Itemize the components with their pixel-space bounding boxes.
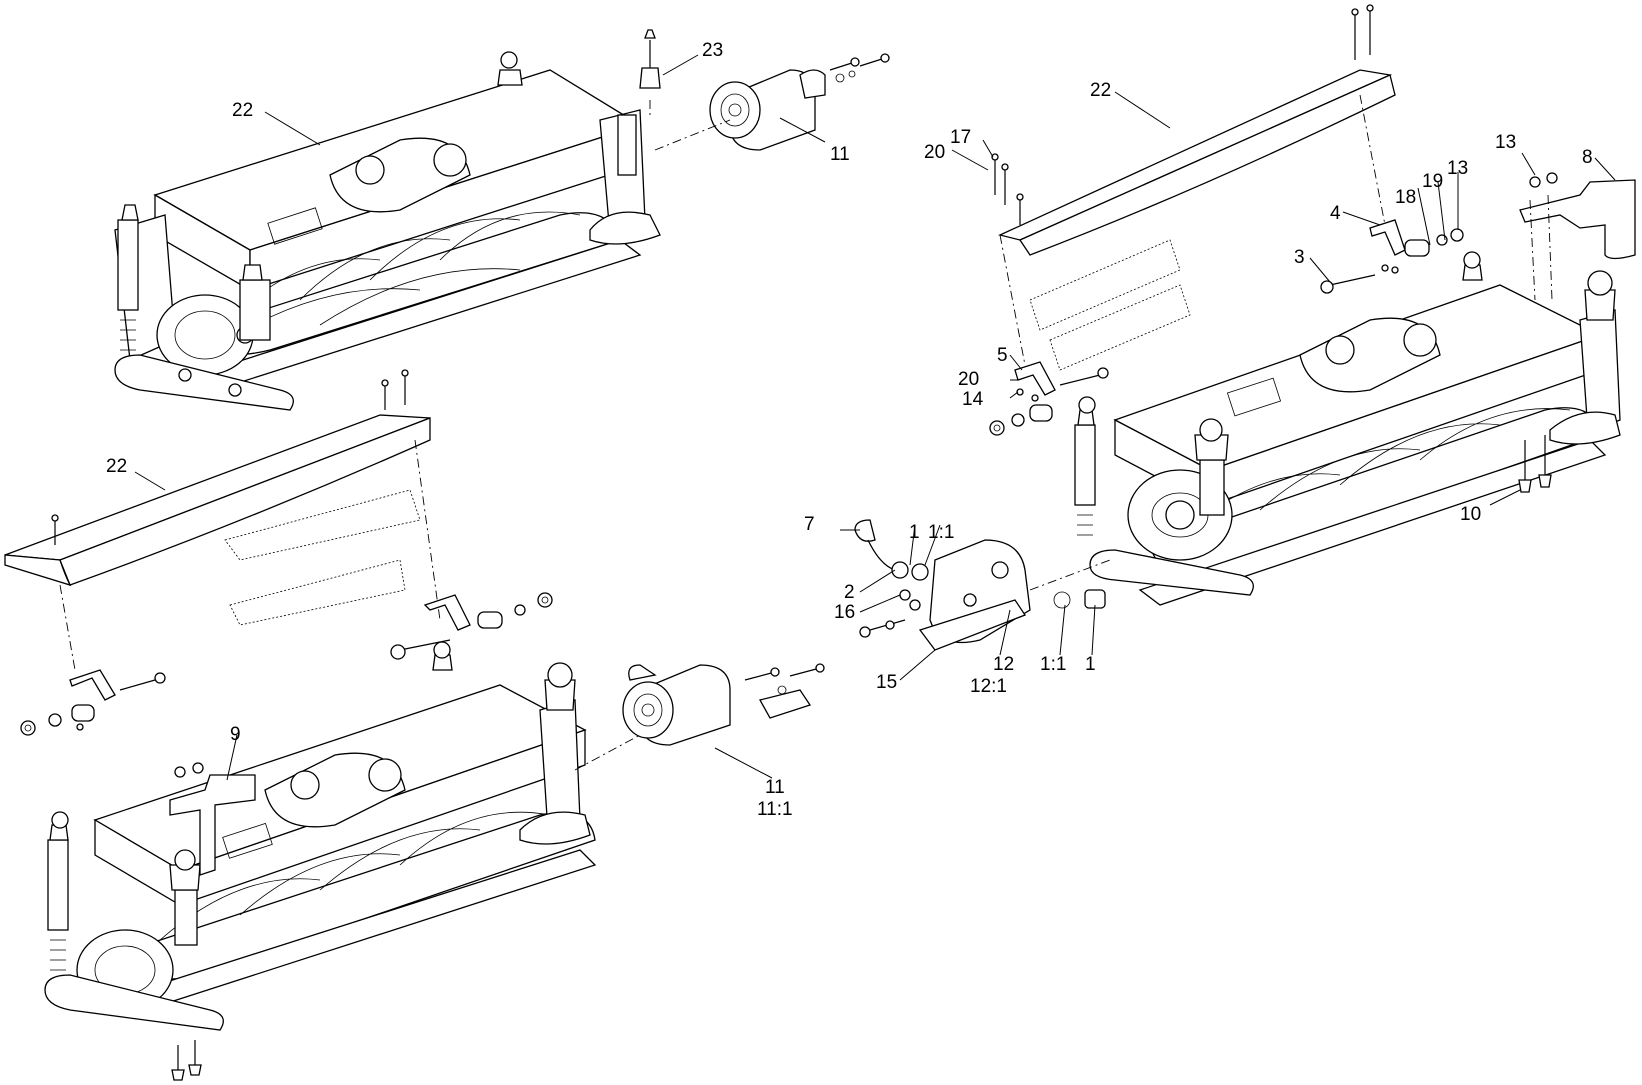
callout-12-1: 12:1 (970, 676, 1007, 697)
callout-14: 14 (962, 389, 984, 410)
callout-2: 2 (844, 582, 855, 603)
callout-20a: 20 (924, 142, 945, 163)
bracket-8 (1519, 172, 1636, 260)
callout-22b: 22 (1090, 80, 1111, 101)
callout-23: 23 (702, 40, 723, 61)
callout-17: 17 (950, 127, 971, 148)
callout-3: 3 (1294, 247, 1305, 268)
callout-13a: 13 (1495, 132, 1516, 153)
callout-1-1b: 1:1 (1040, 654, 1066, 675)
callout-1b: 1 (1085, 654, 1096, 675)
callout-11-1: 11:1 (757, 799, 793, 820)
shield-left (4, 369, 431, 626)
callout-4: 4 (1330, 203, 1341, 224)
callout-5: 5 (997, 345, 1008, 366)
callout-20b: 20 (958, 369, 979, 390)
callout-labels: 22 23 11 22 17 20 13 8 18 19 13 4 3 5 20… (106, 40, 1593, 820)
callout-11b: 11 (765, 777, 785, 798)
bolt-23 (639, 29, 661, 89)
reel-assembly-top-left (114, 51, 661, 411)
callout-7: 7 (804, 514, 815, 535)
callout-9: 9 (230, 724, 241, 745)
callout-13b: 13 (1447, 158, 1468, 179)
bracket-right-hardware (989, 219, 1464, 436)
callout-8: 8 (1582, 147, 1593, 168)
callout-22a: 22 (232, 100, 253, 121)
reel-assembly-bottom-left (44, 641, 597, 1081)
callout-18: 18 (1395, 187, 1416, 208)
callout-1-1a: 1:1 (928, 522, 954, 543)
callout-12: 12 (993, 654, 1014, 675)
bracket-left-hardware (20, 592, 553, 736)
shield-right (991, 4, 1396, 371)
callout-16: 16 (834, 602, 855, 623)
callout-19: 19 (1422, 171, 1443, 192)
leader-lines (134, 54, 1616, 781)
hydraulic-motor-bottom (622, 663, 825, 746)
callout-15: 15 (876, 672, 897, 693)
reel-assembly-right (1074, 251, 1621, 606)
callout-10: 10 (1460, 504, 1481, 525)
callout-22c: 22 (106, 456, 127, 477)
callout-1a: 1 (909, 522, 920, 543)
hydraulic-motor-middle (854, 519, 1106, 651)
callout-11a: 11 (830, 144, 850, 165)
hydraulic-motor-top (709, 53, 890, 151)
